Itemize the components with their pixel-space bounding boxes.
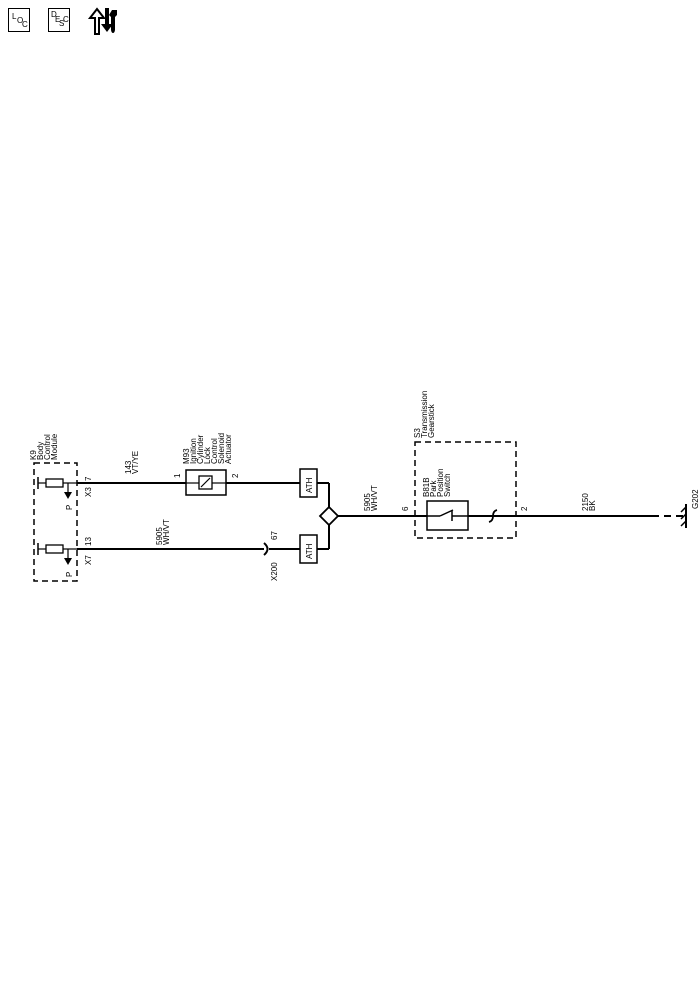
bcm-conn-x7: X7 bbox=[84, 555, 93, 565]
wire-5905-bottom-color: WH/VT bbox=[162, 519, 171, 545]
actuator-ref: M93 bbox=[182, 448, 191, 464]
actuator-label-5: Solenoid bbox=[217, 433, 226, 464]
gearstick-label-1: Transmission bbox=[420, 391, 429, 438]
bcm-label-line2: Control bbox=[43, 434, 52, 460]
actuator-pin-1: 1 bbox=[173, 473, 182, 478]
wire-2150-circuit: 2150 bbox=[581, 493, 590, 511]
description-e: E bbox=[55, 15, 61, 24]
bcm-outline bbox=[33, 462, 78, 582]
bcm-label-line1: Body bbox=[36, 442, 45, 460]
switch-label-1: Park bbox=[429, 480, 438, 497]
locator-c: C bbox=[22, 20, 28, 29]
gearstick-pin-6: 6 bbox=[401, 506, 410, 511]
switch-label-3: Switch bbox=[443, 473, 452, 497]
splice-diamond bbox=[318, 505, 340, 527]
ground-label: G202 bbox=[691, 489, 700, 509]
up-down-wrench-icon[interactable] bbox=[86, 4, 122, 36]
bcm-output-top-symbol bbox=[37, 477, 77, 499]
actuator-label-2: Cylinder bbox=[196, 434, 205, 464]
switch-label-2: Position bbox=[436, 469, 445, 497]
actuator-label-4: Control bbox=[210, 438, 219, 464]
bcm-output-bottom-symbol bbox=[37, 543, 77, 565]
x200-ref: X200 bbox=[270, 562, 279, 581]
switch-ref: B81B bbox=[422, 477, 431, 497]
description-c: C bbox=[63, 15, 69, 24]
bcm-type-bottom: P bbox=[65, 572, 74, 577]
ath-bottom-label: ATH bbox=[305, 543, 314, 559]
actuator-label-1: Ignition bbox=[189, 438, 198, 464]
ground-symbol bbox=[680, 504, 687, 528]
locator-l: L bbox=[12, 12, 17, 21]
wire-143-circuit: 143 bbox=[124, 460, 133, 474]
bcm-label: K9 Body Control Module bbox=[29, 433, 59, 460]
gearstick-pin-2: 2 bbox=[520, 506, 529, 511]
gearstick-label-2: Gearstick bbox=[427, 403, 436, 438]
bcm-pin-13: 13 bbox=[84, 537, 93, 546]
wire-5905-right-color: WH/VT bbox=[370, 485, 379, 511]
x200-connector bbox=[263, 542, 269, 556]
ath-top-label: ATH bbox=[305, 477, 314, 493]
description-d: D bbox=[51, 10, 57, 19]
wire-143-color: VT/YE bbox=[131, 451, 140, 474]
bcm-conn-x3: X3 bbox=[84, 487, 93, 497]
description-s: S bbox=[59, 19, 65, 28]
wire-5905-bottom-circuit: 5905 bbox=[155, 527, 164, 545]
gearstick-outline bbox=[414, 441, 517, 539]
locator-icon[interactable]: L O C bbox=[8, 8, 30, 32]
actuator-pin-2: 2 bbox=[231, 473, 240, 478]
actuator-label-3: Lock bbox=[203, 446, 212, 464]
wire-2150-color: BK bbox=[588, 500, 597, 511]
description-icon[interactable]: D E S C bbox=[48, 8, 70, 32]
gearstick-ref: S3 bbox=[413, 428, 422, 438]
wire-5905-right-circuit: 5905 bbox=[363, 493, 372, 511]
locator-o: O bbox=[17, 16, 24, 25]
bcm-type-top: P bbox=[65, 505, 74, 510]
actuator-label-6: Actuator bbox=[224, 434, 233, 464]
gearstick-internal-connector bbox=[488, 509, 498, 523]
x200-pin: 67 bbox=[270, 531, 279, 540]
switch-contact bbox=[439, 509, 454, 517]
bcm-pin-7: 7 bbox=[84, 476, 93, 481]
bcm-ref: K9 bbox=[29, 450, 38, 460]
bcm-label-line3: Module bbox=[50, 433, 59, 460]
